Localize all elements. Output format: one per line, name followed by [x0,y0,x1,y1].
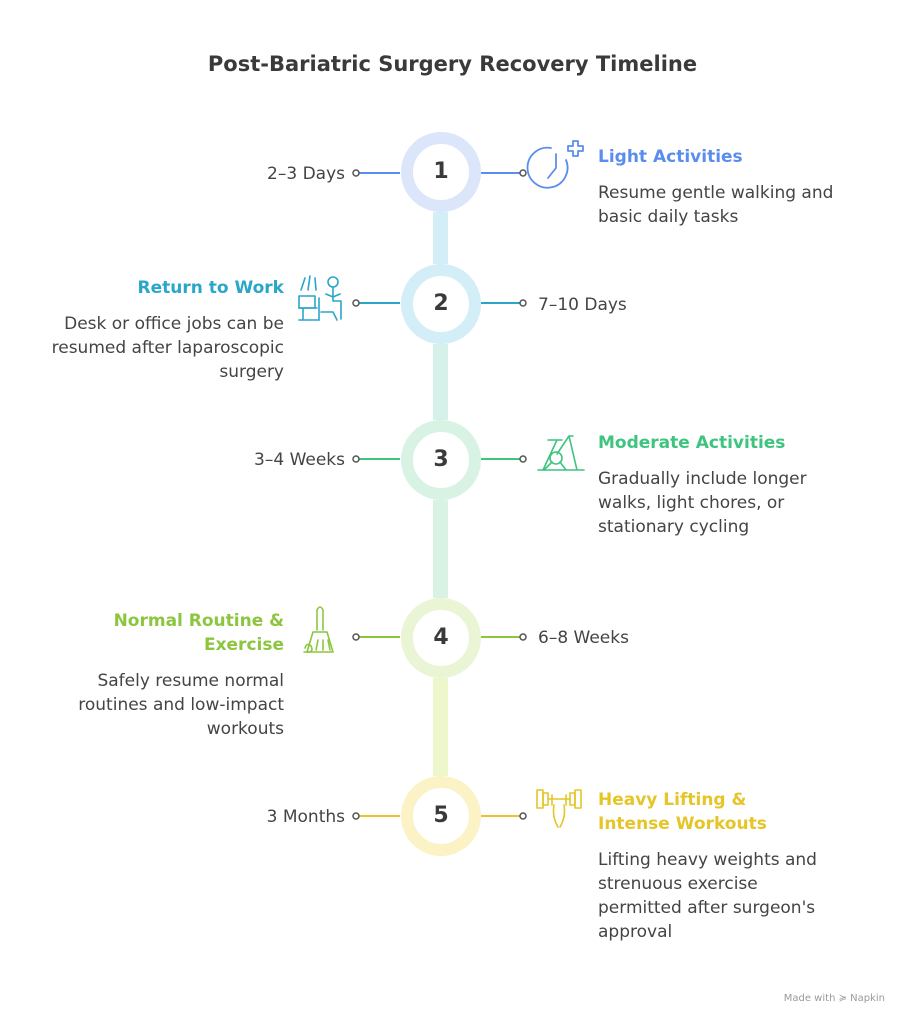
stage-5-heading: Heavy Lifting & Intense Workouts [598,790,767,834]
stage-2-description: Desk or office jobs can be resumed after… [51,314,284,382]
stage-2-time: 7–10 Days [538,295,627,315]
broom-icon [303,606,334,653]
stage-5-connectors [352,812,527,820]
stage-1-description: Resume gentle walking and basic daily ta… [598,183,834,227]
stage-3-circle [401,420,481,500]
spine-segment-3 [433,500,448,598]
stage-2-heading: Return to Work [137,278,285,298]
spine-segment-1 [433,212,448,264]
stage-1-time: 2–3 Days [267,164,345,184]
spine-segment-2 [433,344,448,420]
stage-4-description: Safely resume normal routines and low-im… [78,671,284,739]
dumbbell-lift-icon [536,789,582,828]
stage-number-1: 1 [433,159,449,184]
page-title: Post-Bariatric Surgery Recovery Timeline [207,52,698,76]
stage-5-circle [401,776,481,856]
desk-worker-icon [298,275,342,321]
clock-plus-icon [526,140,584,189]
stage-number-3: 3 [433,447,449,472]
spine-segment-4 [433,678,448,776]
stage-5-description: Lifting heavy weights and strenuous exer… [598,850,817,942]
footer-credit: Made with ≽ Napkin [783,993,885,1004]
stage-number-2: 2 [433,291,449,316]
stage-1-connectors [352,169,527,177]
stage-2-circle [401,264,481,344]
stage-1-heading: Light Activities [598,147,743,167]
stage-2-connectors [352,299,527,307]
stage-number-4: 4 [433,625,449,650]
stage-4-time: 6–8 Weeks [538,628,629,648]
stage-4-connectors [352,633,527,641]
stage-4-circle [401,598,481,678]
stage-5-time: 3 Months [266,807,345,827]
stage-3-time: 3–4 Weeks [254,450,345,470]
stage-4-heading: Normal Routine & Exercise [113,611,284,655]
stage-1-circle [401,132,481,212]
stage-number-5: 5 [433,803,449,828]
stage-3-connectors [352,455,527,463]
stage-3-heading: Moderate Activities [598,433,786,453]
stage-3-description: Gradually include longer walks, light ch… [598,469,807,537]
stationary-bike-icon [537,435,585,471]
